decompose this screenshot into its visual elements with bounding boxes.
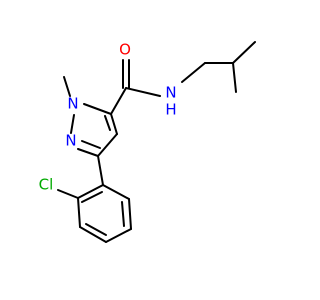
bond-ph-1-inner bbox=[81, 191, 103, 203]
bond-ph-3-inner bbox=[85, 223, 107, 236]
bond-ph-2 bbox=[77, 197, 81, 228]
bond-c3-c4 bbox=[97, 133, 118, 157]
oxygen-label: O bbox=[119, 41, 131, 59]
structure-diagram: O N H N N Cl bbox=[39, 41, 256, 243]
atom-labels: O N H N N Cl bbox=[39, 41, 177, 194]
bond-n1-n2 bbox=[70, 114, 75, 134]
pyrazole-n1-label: N bbox=[67, 95, 78, 113]
bond-carbonyl-c5 bbox=[110, 87, 127, 115]
bond-n1-methyl bbox=[63, 76, 71, 97]
pyrazole-n2-label: N bbox=[65, 132, 76, 150]
bond-c4-c5-b bbox=[104, 115, 111, 131]
chlorine-label: Cl bbox=[39, 176, 54, 194]
bond-ph-6 bbox=[102, 184, 130, 200]
bond-carbonyl-n bbox=[125, 87, 161, 97]
bond-ph-3 bbox=[79, 226, 107, 243]
bond-ph-cl bbox=[57, 189, 79, 199]
bond-c4-c5-a bbox=[110, 113, 118, 135]
bond-c5-n1 bbox=[83, 103, 112, 115]
bond-n2-c3-a bbox=[77, 148, 99, 157]
bond-ph-5-inner bbox=[121, 201, 125, 227]
bond-n-ch2 bbox=[181, 62, 206, 83]
bond-c3-phenyl bbox=[97, 155, 104, 186]
amide-hydrogen-label: H bbox=[165, 101, 176, 119]
amide-nitrogen-label: N bbox=[165, 84, 176, 102]
bond-ph-4 bbox=[105, 228, 132, 243]
bonds bbox=[57, 41, 256, 243]
bond-n2-c3-b bbox=[81, 140, 101, 149]
bond-ch-ch3-upper bbox=[232, 41, 256, 64]
molecule-canvas: O N H N N Cl bbox=[39, 41, 256, 243]
bond-ch-ch3-lower bbox=[232, 62, 237, 93]
bond-ph-5 bbox=[128, 198, 132, 230]
bond-ph-1 bbox=[77, 184, 104, 199]
